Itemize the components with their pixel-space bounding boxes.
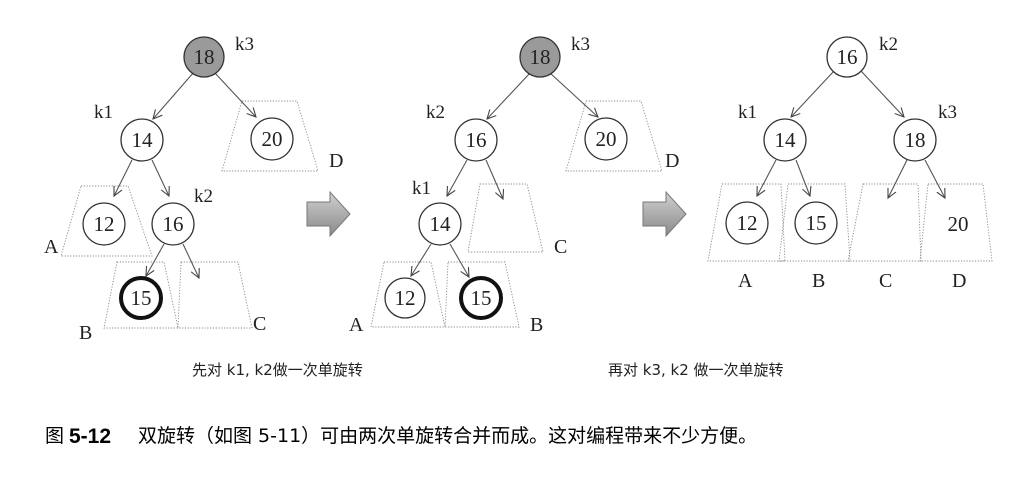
subtree-label: D [329, 150, 343, 172]
node-value: 20 [948, 212, 969, 236]
subtree-d-shape [565, 100, 663, 172]
node-label: k3 [235, 34, 254, 55]
tree-node [183, 36, 225, 78]
diagram-3-after: 16 14 18 12 15 20 k2 k1 k3 A B C D [707, 34, 993, 292]
tree-node [763, 118, 807, 162]
tree-node [250, 117, 294, 161]
node-label: k1 [738, 102, 757, 123]
subtree-a-shape [707, 183, 786, 262]
tree-node [893, 118, 937, 162]
subtree-label: C [879, 270, 892, 292]
subtree-b-shape [103, 261, 179, 329]
subtree-c-shape [467, 183, 544, 253]
edge [549, 72, 598, 117]
subtree-d-shape [919, 183, 993, 262]
node-label: k2 [426, 102, 445, 123]
node-value: 12 [737, 211, 758, 235]
edge [153, 71, 195, 119]
step-caption-1: 先对 k1, k2做一次单旋转 [192, 361, 363, 379]
edge [411, 243, 432, 276]
node-value: 15 [471, 286, 492, 310]
node-value: 18 [194, 45, 215, 69]
node-label: k1 [412, 178, 431, 199]
edge [888, 159, 908, 198]
subtree-label: C [554, 236, 567, 258]
node-value: 20 [596, 127, 617, 151]
tree-node [794, 201, 838, 245]
tree-node [826, 36, 868, 78]
subtree-c-shape [847, 183, 922, 262]
subtree-a-shape [60, 185, 153, 257]
tree-node [418, 202, 462, 246]
edge [151, 159, 169, 196]
edge [485, 159, 503, 199]
edge [447, 159, 468, 196]
tree-node [584, 117, 628, 161]
diagram-2-intermediate: 18 16 20 14 12 15 k3 k2 k1 A B C D [349, 34, 679, 336]
subtree-d-shape [221, 100, 319, 172]
node-value: 15 [806, 211, 827, 235]
node-value: 14 [430, 212, 452, 236]
edge [146, 243, 165, 276]
subtree-label: D [665, 150, 679, 172]
node-value: 12 [395, 286, 416, 310]
step-caption-2: 再对 k3, k2 做一次单旋转 [608, 361, 784, 379]
transition-arrow [642, 190, 687, 238]
node-label: k3 [571, 34, 590, 55]
edge [487, 72, 531, 119]
tree-node [82, 202, 126, 246]
tree-node [384, 277, 426, 319]
edge [795, 159, 810, 196]
tree-node-inserted [119, 276, 163, 320]
subtree-label: A [44, 236, 59, 258]
node-value: 16 [837, 45, 858, 69]
node-value: 14 [132, 128, 154, 152]
subtree-label: A [738, 270, 753, 292]
edge [924, 159, 945, 198]
subtree-c-shape [177, 261, 253, 329]
tree-node [151, 202, 195, 246]
subtree-label: B [812, 270, 825, 292]
subtree-label: B [79, 322, 92, 344]
edge [757, 159, 777, 196]
subtree-b-shape [444, 261, 520, 328]
node-value: 16 [466, 128, 487, 152]
subtree-label: B [530, 314, 543, 336]
figure-prefix: 图 [45, 425, 64, 447]
edge [114, 159, 133, 196]
node-value: 16 [163, 212, 184, 236]
figure-number: 5-12 [69, 425, 111, 448]
edge [213, 71, 256, 117]
node-label: k1 [94, 102, 113, 123]
edge [182, 243, 199, 278]
tree-node-inserted [459, 276, 503, 320]
tree-node [120, 118, 164, 162]
node-label: k2 [879, 34, 898, 55]
node-value: 18 [905, 128, 926, 152]
transition-arrow [306, 190, 351, 238]
node-label: k3 [938, 102, 957, 123]
edge [791, 70, 835, 117]
node-value: 20 [262, 127, 283, 151]
subtree-label: A [349, 314, 364, 336]
tree-node [454, 118, 498, 162]
node-value: 18 [530, 45, 551, 69]
node-value: 14 [775, 128, 797, 152]
edge [860, 70, 904, 117]
figure-caption: 双旋转（如图 5-11）可由两次单旋转合并而成。这对编程带来不少方便。 [138, 425, 757, 447]
node-value: 15 [131, 286, 152, 310]
subtree-a-shape [370, 261, 446, 328]
subtree-label: D [952, 270, 966, 292]
tree-node [519, 36, 561, 78]
node-value: 12 [94, 212, 115, 236]
tree-node [725, 201, 769, 245]
diagram-1-before: 18 14 20 12 16 15 k3 k1 k2 A B C D [44, 34, 343, 344]
node-label: k2 [194, 186, 213, 207]
edge [449, 243, 469, 277]
subtree-label: C [253, 313, 266, 335]
